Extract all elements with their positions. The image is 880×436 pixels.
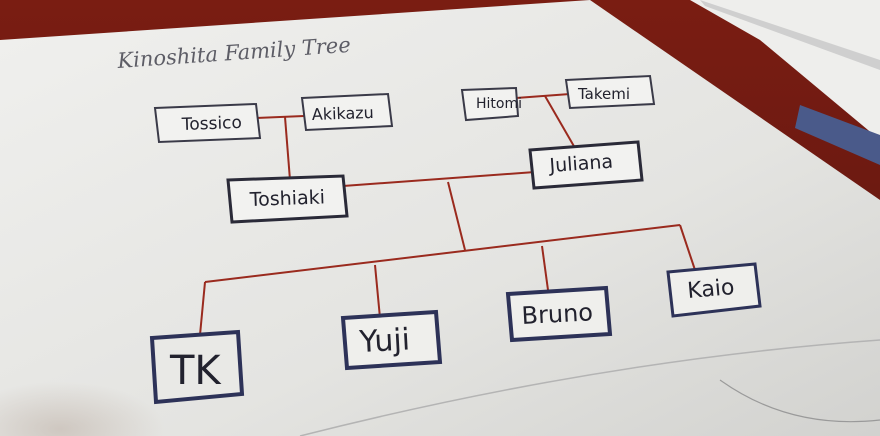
- person-box-yuji: Yuji: [340, 309, 443, 371]
- person-box-kaio: Kaio: [666, 262, 762, 318]
- person-box-bruno: Bruno: [505, 285, 613, 343]
- name-akikazu: Akikazu: [311, 103, 374, 124]
- person-box-toshiaki: Toshiaki: [226, 174, 349, 224]
- person-box-tossico: Tossico: [153, 102, 262, 144]
- hand-shadow: [0, 300, 300, 436]
- name-yuji: Yuji: [358, 322, 411, 360]
- paper-fold-line: [299, 339, 880, 436]
- ruler: [795, 105, 880, 165]
- name-takemi: Takemi: [577, 85, 630, 103]
- name-kaio: Kaio: [686, 275, 735, 304]
- person-box-takemi: Takemi: [564, 74, 656, 110]
- name-hitomi: Hitomi: [476, 96, 522, 112]
- tree-connectors: [199, 93, 696, 336]
- person-box-tk: TK: [149, 329, 245, 405]
- name-bruno: Bruno: [521, 298, 594, 330]
- name-juliana: Juliana: [548, 151, 614, 177]
- person-box-akikazu: Akikazu: [300, 92, 394, 132]
- name-tk: TK: [169, 348, 222, 394]
- back-paper-sheet: [690, 0, 880, 140]
- name-toshiaki: Toshiaki: [248, 186, 325, 211]
- bleed-through-sketch: [719, 379, 880, 423]
- pencil: [700, 0, 880, 70]
- person-box-hitomi: Hitomi: [460, 86, 522, 122]
- person-box-juliana: Juliana: [528, 140, 644, 190]
- name-tossico: Tossico: [180, 113, 242, 135]
